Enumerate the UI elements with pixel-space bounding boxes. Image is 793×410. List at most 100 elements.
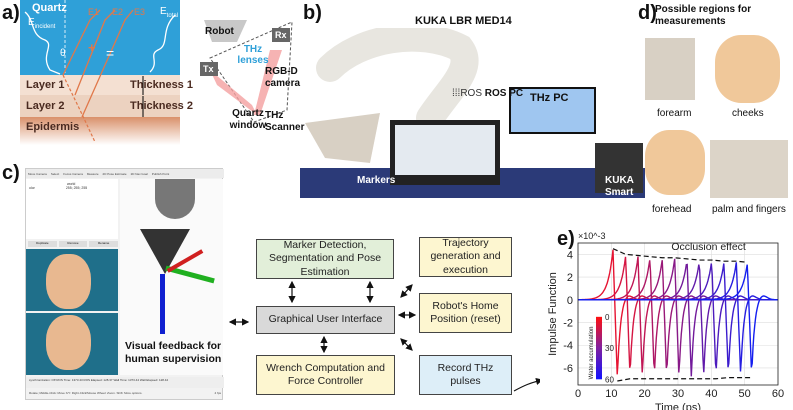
scanner-inset-diagram — [200, 20, 293, 123]
thz-scanner-label: THz Scanner — [265, 110, 305, 133]
prop-value: world — [67, 182, 76, 186]
forehead-photo — [645, 130, 705, 195]
trajectory-box: Trajectory generation and execution — [419, 237, 512, 277]
x-tick-label: 20 — [639, 388, 651, 400]
home-position-box: Robot's Home Position (reset) — [419, 293, 512, 333]
panel-a-label: a) — [2, 2, 20, 24]
regions-title: Possible regions for measurements — [655, 4, 752, 27]
displays-buttons: Duplicate Remove Rename — [28, 241, 119, 247]
3d-view[interactable] — [120, 179, 223, 375]
tool-measure[interactable]: Measure — [86, 171, 99, 176]
rename-button[interactable]: Rename — [89, 241, 119, 247]
layer-2-region — [20, 95, 180, 117]
forehead-label: forehead — [652, 204, 692, 215]
layer-1-region — [20, 75, 180, 95]
phantom-head — [46, 315, 91, 370]
x-tick-label: 30 — [672, 388, 684, 400]
tx-label: Tx — [203, 64, 214, 74]
thz-pc-monitor — [509, 87, 596, 134]
occlusion-envelope — [612, 248, 752, 382]
tx-module — [200, 62, 218, 76]
smart-pad — [595, 143, 643, 193]
palm-photo — [710, 140, 788, 198]
envelope-top — [612, 248, 748, 263]
time-panel: synchronization: Off ROS Time: 1373.43 R… — [26, 377, 224, 388]
palm-label: palm and fingers — [712, 204, 786, 215]
rx-beam — [254, 50, 282, 115]
cheeks-label: cheeks — [732, 108, 764, 119]
displays-panel: world olor 255; 255; 255 — [26, 179, 118, 239]
ros-pc-label: ⁞⁞⁞ROS ROS PC — [452, 88, 524, 99]
occlusion-annotation: Occlusion effect — [671, 241, 746, 253]
phantom-head — [46, 254, 91, 309]
rx-module — [272, 28, 290, 42]
chart-series — [578, 249, 778, 377]
panel-b-label: b) — [303, 2, 322, 24]
tool-2d-nav[interactable]: 2D Nav Goal — [130, 171, 148, 176]
colorbar — [596, 316, 602, 380]
ray-e1 — [62, 9, 101, 76]
total-wave — [149, 14, 176, 73]
y-tick-label: -6 — [563, 363, 573, 375]
tool-2d-pose[interactable]: 2D Pose Estimate — [102, 171, 127, 176]
quartz-label: Quartz — [32, 2, 67, 14]
e-incident-label: Eincident — [28, 17, 56, 30]
theta-label: θ — [60, 48, 66, 59]
arrow-gui-record — [400, 338, 413, 351]
e2-label: E2 — [112, 7, 124, 17]
colorbar-label: Water accumulation — [589, 327, 595, 380]
scanner-outline — [209, 21, 293, 123]
e3-label: E3 — [134, 7, 146, 17]
y-tick-label: 4 — [567, 249, 573, 261]
colorbar-tick-label: 60 — [605, 375, 614, 384]
ray-e2 — [74, 9, 116, 96]
arrow-gui-trajectory — [400, 284, 413, 298]
robot-mount — [204, 20, 247, 42]
y-tick-label: 0 — [567, 295, 573, 307]
layer-2-label: Layer 2 — [26, 100, 65, 112]
robot-arm — [316, 23, 479, 132]
flow-arrows — [228, 280, 540, 392]
colorbar-tick-label: 0 — [605, 313, 610, 322]
e-total-label: Etotal — [160, 6, 179, 19]
thz-pc-label: THz PC — [530, 92, 569, 104]
robot-label: Robot — [205, 26, 234, 37]
equals-sign: = — [106, 45, 115, 61]
layer-1-label: Layer 1 — [26, 79, 65, 91]
impulse-series-line — [578, 264, 778, 368]
robot-setup-photo — [300, 23, 645, 198]
tool-publish-point[interactable]: Publish Point — [151, 171, 170, 176]
transmitted-ray — [62, 74, 96, 143]
scanner-model — [140, 229, 190, 274]
colorbar-tick-label: 30 — [605, 344, 614, 353]
x-tick-label: 10 — [605, 388, 617, 400]
remove-button[interactable]: Remove — [58, 241, 88, 247]
prop-row: olor 255; 255; 255 — [29, 186, 88, 190]
x-tick-label: 0 — [575, 388, 581, 400]
rgbd-camera-label: RGB-D camera — [265, 66, 301, 89]
duplicate-button[interactable]: Duplicate — [28, 241, 57, 247]
e1-label: E1 — [88, 7, 100, 17]
y-tick-labels: 420-2-4-6 — [563, 249, 573, 375]
tx-beam — [210, 70, 257, 115]
tool-select[interactable]: Select — [50, 171, 60, 176]
epidermis-label: Epidermis — [26, 121, 80, 133]
help-bar: Rotate; Middle-Click: Move X/Y. Right-Cl… — [29, 391, 221, 395]
y-tick-label: -2 — [563, 318, 573, 330]
camera-view-top — [26, 249, 118, 311]
smart-pad-label: KUKA Smart Pad — [605, 175, 634, 209]
camera-view-bottom — [26, 313, 118, 375]
panel-e-label: e) — [557, 228, 575, 250]
epidermis-region — [20, 117, 180, 145]
panel-c-label: c) — [2, 162, 20, 184]
tool-move-camera[interactable]: Move Camera — [28, 171, 47, 176]
plot-frame — [577, 242, 779, 386]
rviz-screenshot: Move Camera Select Focus Camera Measure … — [25, 168, 224, 400]
x-tick-label: 60 — [772, 388, 784, 400]
y-multiplier: ×10^-3 — [578, 231, 606, 241]
rx-label: Rx — [275, 30, 287, 40]
tool-focus-camera[interactable]: Focus Camera — [63, 171, 83, 176]
sync-dropdown[interactable]: Off — [51, 378, 56, 382]
thz-lenses-label: THz lenses — [237, 44, 269, 66]
